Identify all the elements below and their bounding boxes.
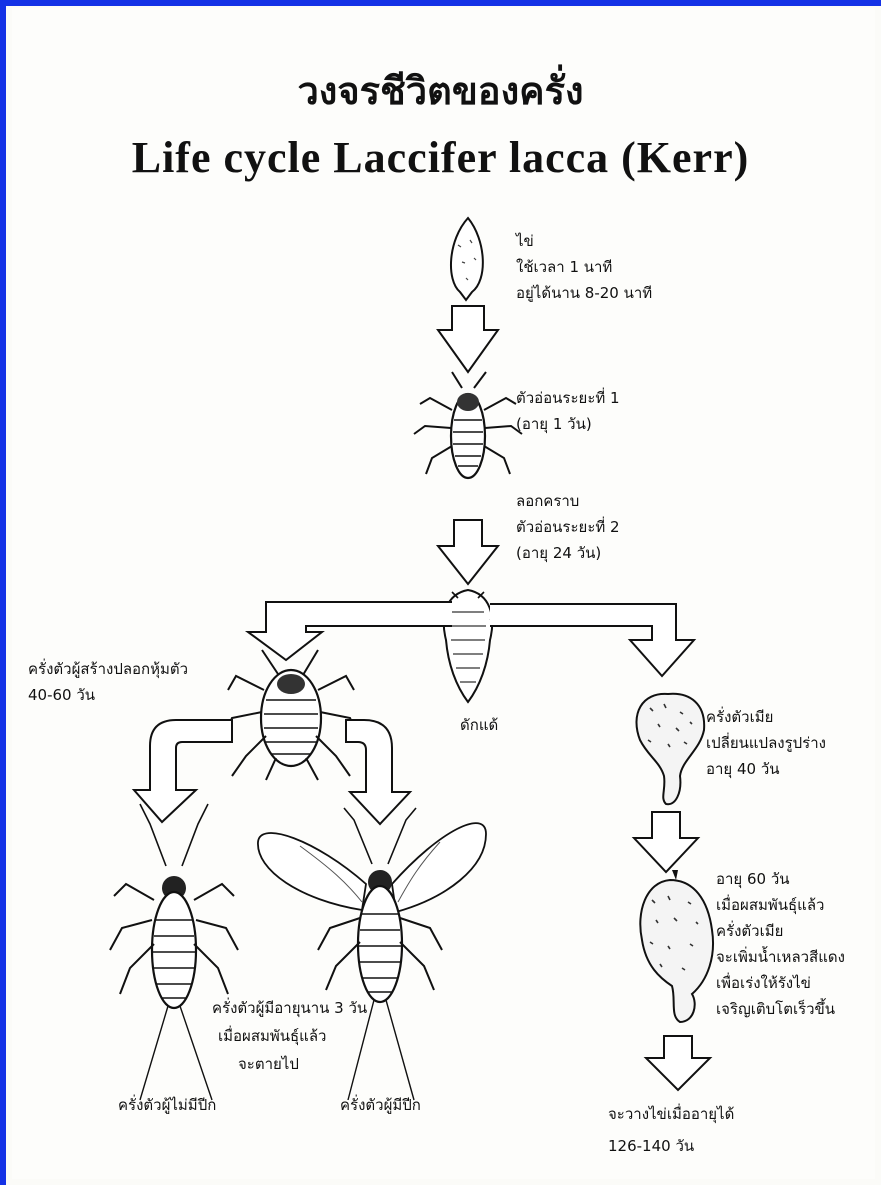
egg-lifespan: อยู่ได้นาน 8-20 นาที bbox=[516, 280, 652, 306]
nymph1-age: (อายุ 1 วัน) bbox=[516, 411, 620, 437]
female-mature-line2: เมื่อผสมพันธุ์แล้ว bbox=[716, 892, 845, 918]
title-thai: วงจรชีวิตของครั่ง bbox=[0, 60, 881, 121]
arrow-egg-to-nymph1 bbox=[438, 306, 498, 372]
female-mature-label: อายุ 60 วัน เมื่อผสมพันธุ์แล้ว ครั่งตัวเ… bbox=[716, 866, 845, 1022]
pupa-label: ดักแด้ bbox=[460, 712, 498, 738]
female-transform-label: ครั่งตัวเมีย เปลี่ยนแปลงรูปร่าง อายุ 40 … bbox=[706, 704, 826, 782]
female-mature-line1: อายุ 60 วัน bbox=[716, 866, 845, 892]
nymph1-drawing bbox=[414, 372, 522, 478]
female-transform-line2: เปลี่ยนแปลงรูปร่าง bbox=[706, 730, 826, 756]
male-life-line1: ครั่งตัวผู้มีอายุนาน 3 วัน bbox=[212, 994, 367, 1022]
arrow-female-to-mature bbox=[634, 812, 698, 872]
nymph2-name: ตัวอ่อนระยะที่ 2 bbox=[516, 514, 620, 540]
female-mature-line6: เจริญเติบโตเร็วขึ้น bbox=[716, 996, 845, 1022]
egg-label: ไข่ ใช้เวลา 1 นาที อยู่ได้นาน 8-20 นาที bbox=[516, 228, 652, 306]
female-mature-line5: เพื่อเร่งให้รังไข่ bbox=[716, 970, 845, 996]
male-cocoon-line1: ครั่งตัวผู้สร้างปลอกหุ้มตัว bbox=[28, 656, 188, 682]
molt-name: ลอกคราบ bbox=[516, 488, 620, 514]
molt-label: ลอกคราบ ตัวอ่อนระยะที่ 2 (อายุ 24 วัน) bbox=[516, 488, 620, 566]
arrow-mature-to-laying bbox=[646, 1036, 710, 1090]
female-mature-line3: ครั่งตัวเมีย bbox=[716, 918, 845, 944]
winged-male-label: ครั่งตัวผู้มีปีก bbox=[340, 1092, 421, 1118]
male-cocoon-drawing bbox=[222, 650, 360, 780]
arrow-cocoon-to-winged bbox=[346, 720, 410, 824]
nymph1-label: ตัวอ่อนระยะที่ 1 (อายุ 1 วัน) bbox=[516, 385, 620, 437]
arrow-cocoon-to-wingless bbox=[134, 720, 232, 822]
egg-laying-line2: 126-140 วัน bbox=[608, 1130, 734, 1162]
male-life-line2: เมื่อผสมพันธุ์แล้ว bbox=[212, 1022, 367, 1050]
nymph1-name: ตัวอ่อนระยะที่ 1 bbox=[516, 385, 620, 411]
egg-drawing bbox=[451, 218, 483, 300]
egg-laying-line1: จะวางไข่เมื่ออายุได้ bbox=[608, 1098, 734, 1130]
egg-name: ไข่ bbox=[516, 228, 652, 254]
nymph2-age: (อายุ 24 วัน) bbox=[516, 540, 620, 566]
male-cocoon-label: ครั่งตัวผู้สร้างปลอกหุ้มตัว 40-60 วัน bbox=[28, 656, 188, 708]
female-transform-line3: อายุ 40 วัน bbox=[706, 756, 826, 782]
female-transform-drawing bbox=[636, 694, 704, 804]
wingless-male-label: ครั่งตัวผู้ไม่มีปีก bbox=[118, 1092, 216, 1118]
female-mature-line4: จะเพิ่มน้ำเหลวสีแดง bbox=[716, 944, 845, 970]
egg-laying-label: จะวางไข่เมื่ออายุได้ 126-140 วัน bbox=[608, 1098, 734, 1162]
female-mature-drawing bbox=[640, 870, 713, 1022]
title-english: Life cycle Laccifer lacca (Kerr) bbox=[0, 132, 881, 183]
egg-duration: ใช้เวลา 1 นาที bbox=[516, 254, 652, 280]
arrow-pupa-to-male bbox=[236, 596, 454, 668]
male-life-line3: จะตายไป bbox=[212, 1050, 367, 1078]
male-life-label: ครั่งตัวผู้มีอายุนาน 3 วัน เมื่อผสมพันธุ… bbox=[212, 994, 367, 1078]
arrow-pupa-to-female bbox=[490, 604, 694, 676]
arrow-nymph-to-pupa bbox=[438, 520, 498, 584]
female-transform-line1: ครั่งตัวเมีย bbox=[706, 704, 826, 730]
male-cocoon-line2: 40-60 วัน bbox=[28, 682, 188, 708]
